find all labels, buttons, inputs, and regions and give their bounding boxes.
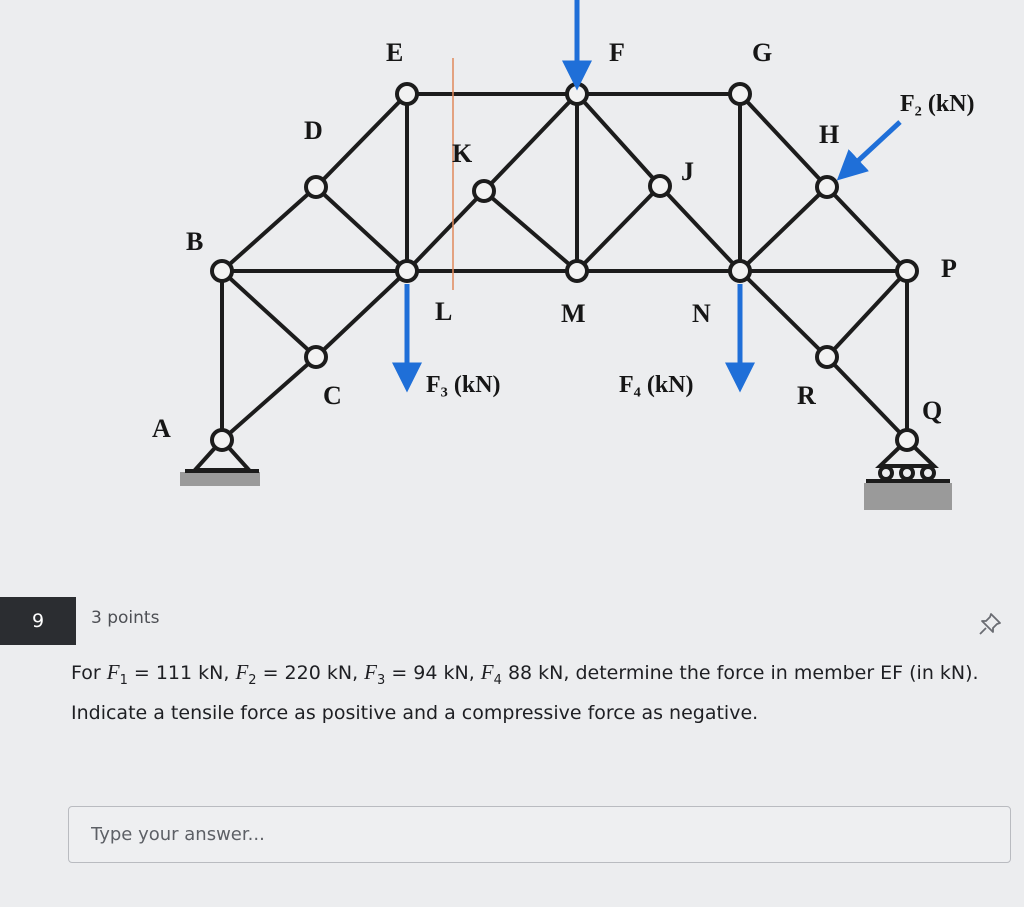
joint-n (728, 259, 752, 283)
pin-icon[interactable] (976, 610, 1004, 638)
joint-e (395, 82, 419, 106)
question-number-badge: 9 (0, 597, 76, 645)
joint-d (304, 175, 328, 199)
label-r: R (797, 381, 816, 410)
label-h: H (819, 120, 839, 149)
load-label-f3: F₃ (kN) (426, 372, 501, 398)
answer-input[interactable] (68, 806, 1011, 863)
label-m: M (561, 299, 586, 328)
f3-subscript: 3 (377, 672, 386, 688)
f2-subscript: 2 (248, 672, 257, 688)
load-label-f4: F₄ (kN) (619, 372, 694, 398)
f3-symbol: F (364, 660, 377, 684)
roller-support-q (866, 437, 950, 483)
label-j: J (681, 157, 694, 186)
f2-symbol: F (235, 660, 249, 684)
joint-h (815, 175, 839, 199)
joint-p (895, 259, 919, 283)
label-c: C (323, 381, 342, 410)
f4-symbol: F (480, 660, 494, 684)
load-arrow-f2 (836, 120, 902, 181)
label-k: K (452, 139, 473, 168)
label-g: G (752, 38, 772, 67)
label-l: L (435, 297, 452, 326)
question-prefix: For (71, 662, 107, 684)
label-e: E (386, 38, 403, 67)
joint-q (895, 428, 919, 452)
support-q-base (864, 483, 952, 510)
question-rest: force in member EF (in kN). Indicate a t… (71, 662, 979, 724)
joint-m (565, 259, 589, 283)
joint-a (210, 428, 234, 452)
label-d: D (304, 116, 323, 145)
f1-subscript: 1 (119, 672, 128, 688)
joint-l (395, 259, 419, 283)
joint-b (210, 259, 234, 283)
f1-symbol: F (106, 660, 120, 684)
f4-value: 88 kN, determine the (501, 662, 711, 684)
joint-j (648, 174, 672, 198)
load-label-f2: F₂ (kN) (900, 91, 975, 117)
support-a-base (180, 472, 260, 486)
f2-value: = 220 kN, (256, 662, 365, 684)
truss-members (220, 92, 909, 442)
label-a: A (152, 414, 171, 443)
f1-value: = 111 kN, (127, 662, 236, 684)
joint-f (565, 82, 589, 106)
question-text: For F1 = 111 kN, F2 = 220 kN, F3 = 94 kN… (71, 656, 1016, 729)
label-p: P (941, 254, 957, 283)
joint-c (304, 345, 328, 369)
f4-subscript: 4 (493, 672, 502, 688)
truss-diagram: E F G D K J H B P L M N C R Q A F₂ (kN) … (152, 0, 975, 510)
label-f: F (609, 38, 625, 67)
label-q: Q (922, 396, 942, 425)
joint-r (815, 345, 839, 369)
joint-g (728, 82, 752, 106)
truss-joints (210, 82, 919, 452)
label-n: N (692, 299, 711, 328)
label-b: B (186, 227, 203, 256)
joint-k (472, 179, 496, 203)
pin-support-a (185, 437, 259, 473)
f3-value: = 94 kN, (385, 662, 481, 684)
question-points: 3 points (91, 608, 160, 628)
